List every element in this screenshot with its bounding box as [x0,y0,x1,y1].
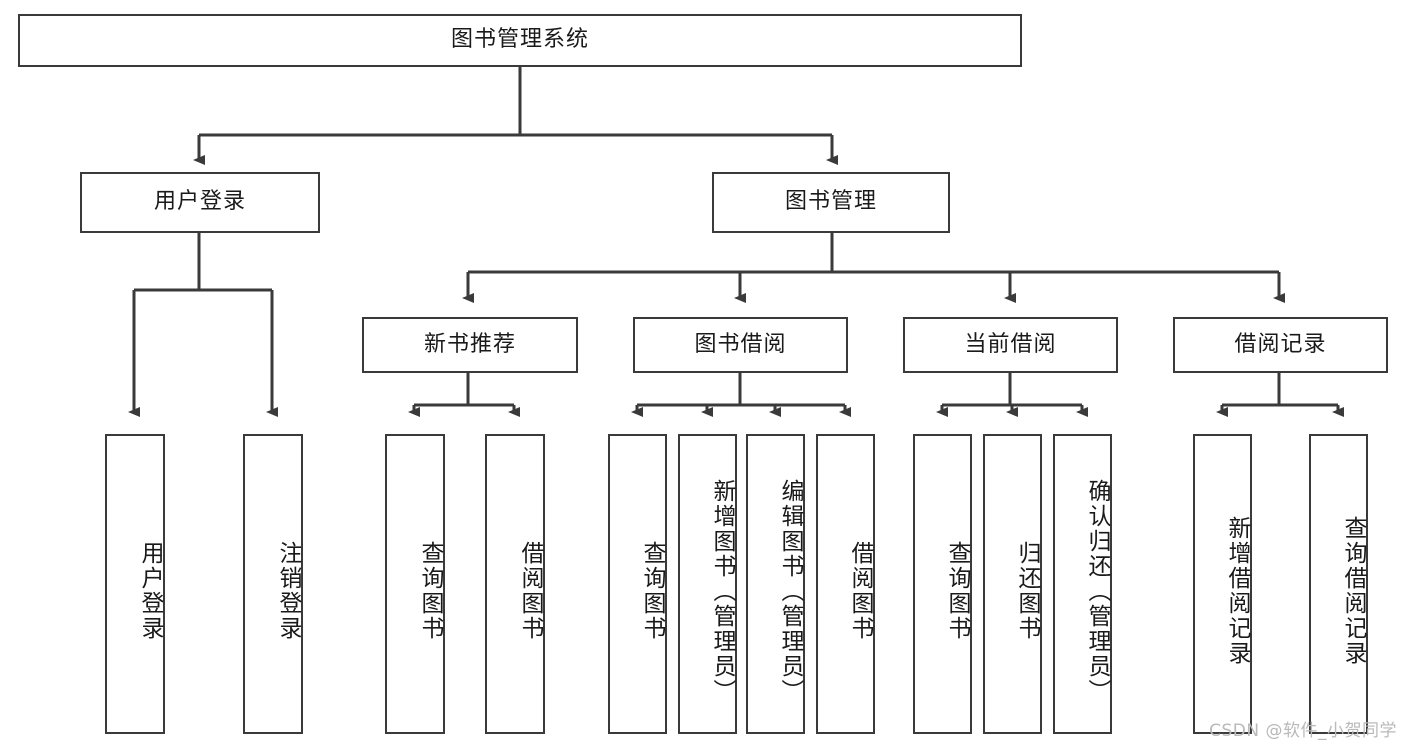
node-borrow-record-label: 借阅记录 [1234,331,1327,357]
node-root[interactable]: 图书管理系统 [18,14,1022,67]
leaf-user-logout[interactable]: 注销登录 [243,434,303,734]
leaf-rec-query2-label: 查询借阅记录 [1340,516,1366,666]
leaf-rec-query-label: 查询图书 [417,541,443,641]
leaf-borrow-lend[interactable]: 借阅图书 [816,434,875,734]
node-book-manage[interactable]: 图书管理 [712,172,950,233]
leaf-borrow-edit[interactable]: 编辑图书（管理员） [746,434,805,734]
leaf-borrow-edit-label: 编辑图书（管理员） [777,478,803,704]
leaf-rec-borrow-label: 借阅图书 [517,541,543,641]
node-new-book-rec[interactable]: 新书推荐 [362,317,578,373]
node-user-login-label: 用户登录 [153,189,246,215]
leaf-cur-confirm[interactable]: 确认归还（管理员） [1053,434,1112,734]
leaf-rec-query2[interactable]: 查询借阅记录 [1309,434,1368,734]
leaf-borrow-query-label: 查询图书 [639,541,665,641]
leaf-user-login-label: 用户登录 [137,541,163,641]
node-book-borrow-label: 图书借阅 [694,331,787,357]
leaf-cur-confirm-label: 确认归还（管理员） [1084,478,1110,704]
leaf-cur-query-label: 查询图书 [944,541,970,641]
leaf-cur-query[interactable]: 查询图书 [913,434,972,734]
leaf-user-logout-label: 注销登录 [275,541,301,641]
leaf-cur-return-label: 归还图书 [1014,541,1040,641]
node-current-borrow[interactable]: 当前借阅 [903,317,1118,373]
leaf-rec-borrow[interactable]: 借阅图书 [485,434,545,734]
node-current-borrow-label: 当前借阅 [964,331,1057,357]
node-root-label: 图书管理系统 [450,27,589,53]
node-new-book-rec-label: 新书推荐 [423,331,516,357]
leaf-borrow-add-label: 新增图书（管理员） [709,478,735,704]
leaf-borrow-add[interactable]: 新增图书（管理员） [678,434,737,734]
leaf-rec-add[interactable]: 新增借阅记录 [1193,434,1252,734]
leaf-borrow-query[interactable]: 查询图书 [608,434,667,734]
leaf-rec-query[interactable]: 查询图书 [385,434,445,734]
leaf-borrow-lend-label: 借阅图书 [847,541,873,641]
node-borrow-record[interactable]: 借阅记录 [1173,317,1388,373]
leaf-user-login[interactable]: 用户登录 [105,434,165,734]
leaf-cur-return[interactable]: 归还图书 [983,434,1042,734]
node-book-manage-label: 图书管理 [784,189,877,215]
node-book-borrow[interactable]: 图书借阅 [633,317,848,373]
node-user-login[interactable]: 用户登录 [80,172,320,233]
leaf-rec-add-label: 新增借阅记录 [1224,516,1250,666]
